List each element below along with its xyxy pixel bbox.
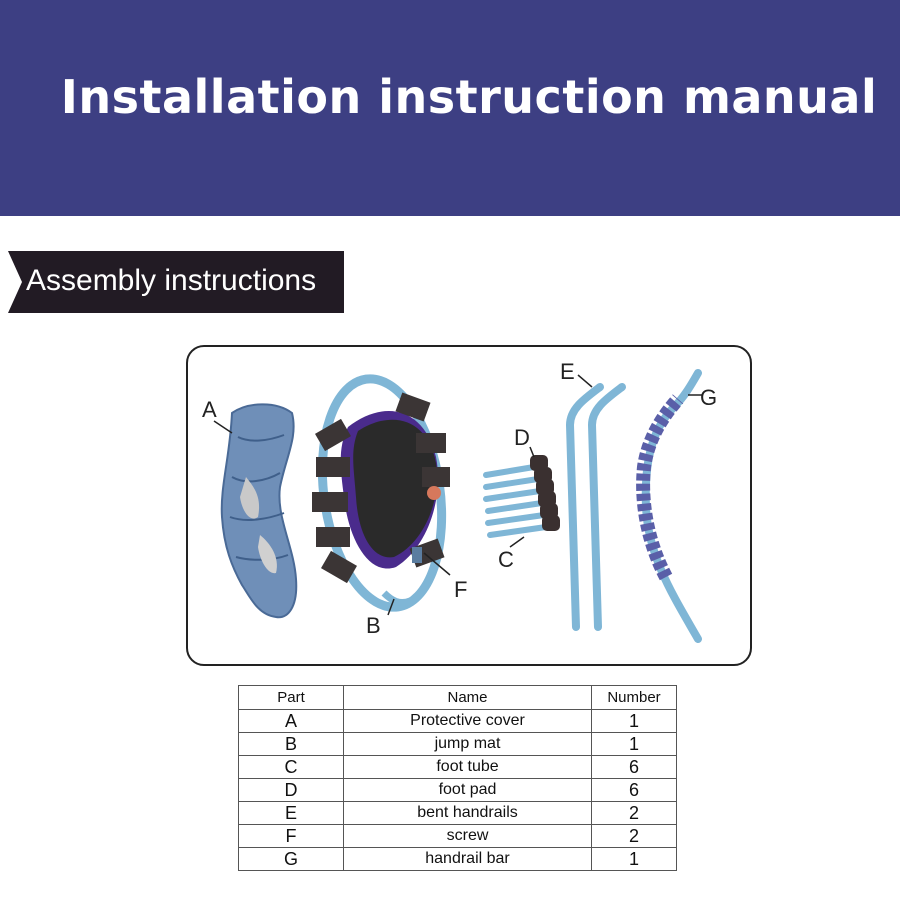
table-row: A Protective cover 1 bbox=[238, 709, 677, 733]
cell-number: 1 bbox=[591, 732, 677, 756]
table-header-row: Part Name Number bbox=[238, 685, 677, 710]
handrail-bar-drawing bbox=[636, 369, 702, 643]
header-part: Part bbox=[238, 685, 344, 710]
parts-table: Part Name Number A Protective cover 1 B … bbox=[238, 685, 677, 871]
label-g: G bbox=[700, 385, 717, 410]
parts-illustration: A B C D E F G bbox=[186, 345, 752, 666]
cell-part: G bbox=[238, 847, 344, 871]
cell-name: bent handrails bbox=[343, 801, 592, 825]
cell-name: jump mat bbox=[343, 732, 592, 756]
table-row: G handrail bar 1 bbox=[238, 847, 677, 871]
jump-mat-drawing bbox=[312, 374, 450, 612]
label-b: B bbox=[366, 613, 381, 638]
table-row: F screw 2 bbox=[238, 824, 677, 848]
table-row: D foot pad 6 bbox=[238, 778, 677, 802]
label-f: F bbox=[454, 577, 467, 602]
protective-cover-drawing bbox=[220, 403, 298, 619]
header-name: Name bbox=[343, 685, 592, 710]
cell-part: F bbox=[238, 824, 344, 848]
label-e: E bbox=[560, 359, 575, 384]
table-row: E bent handrails 2 bbox=[238, 801, 677, 825]
cell-number: 6 bbox=[591, 778, 677, 802]
cell-number: 2 bbox=[591, 824, 677, 848]
cell-part: A bbox=[238, 709, 344, 733]
cell-name: Protective cover bbox=[343, 709, 592, 733]
cell-part: D bbox=[238, 778, 344, 802]
cell-name: foot pad bbox=[343, 778, 592, 802]
label-a: A bbox=[202, 397, 217, 422]
cell-number: 2 bbox=[591, 801, 677, 825]
parts-drawing: A B C D E F G bbox=[202, 359, 717, 643]
label-d: D bbox=[514, 425, 530, 450]
header-number: Number bbox=[591, 685, 677, 710]
foot-tubes-drawing bbox=[483, 455, 560, 538]
section-title: Assembly instructions bbox=[26, 264, 317, 297]
header-banner: Installation instruction manual bbox=[0, 0, 900, 216]
page-title: Installation instruction manual bbox=[60, 70, 878, 124]
cell-name: screw bbox=[343, 824, 592, 848]
bent-handrails-drawing bbox=[565, 383, 626, 631]
label-c: C bbox=[498, 547, 514, 572]
cell-name: foot tube bbox=[343, 755, 592, 779]
cell-part: B bbox=[238, 732, 344, 756]
table-row: C foot tube 6 bbox=[238, 755, 677, 779]
section-tag bbox=[8, 251, 344, 313]
table-row: B jump mat 1 bbox=[238, 732, 677, 756]
cell-number: 1 bbox=[591, 847, 677, 871]
cell-name: handrail bar bbox=[343, 847, 592, 871]
cell-part: C bbox=[238, 755, 344, 779]
cell-number: 6 bbox=[591, 755, 677, 779]
cell-number: 1 bbox=[591, 709, 677, 733]
cell-part: E bbox=[238, 801, 344, 825]
